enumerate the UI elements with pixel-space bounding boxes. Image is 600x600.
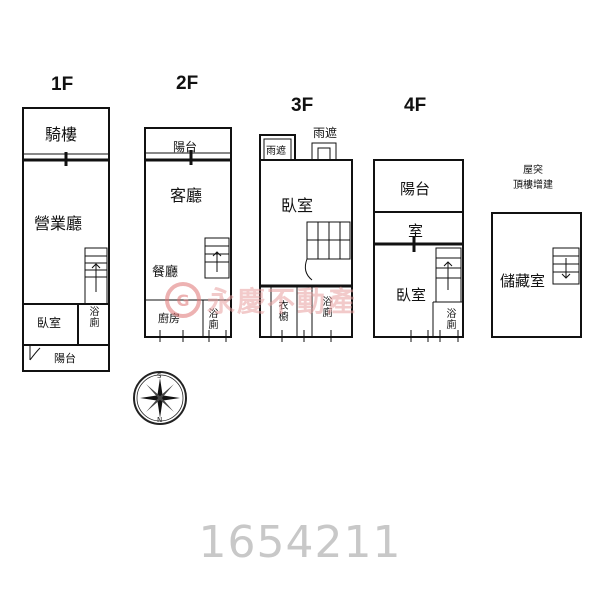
f3-closet-label: 衣櫥 — [276, 300, 287, 322]
f3-canopy-right-label: 雨遮 — [313, 126, 338, 140]
f1-balcony-label: 陽台 — [54, 352, 76, 365]
f1-outline — [22, 107, 110, 372]
f4-balcony-label: 陽台 — [400, 180, 431, 198]
f4-bath-label: 浴廁 — [444, 308, 455, 330]
f4-outline — [373, 159, 464, 338]
floor-label-4f: 4F — [404, 95, 427, 116]
rooftop-caption-line1: 屋突 — [523, 165, 543, 176]
rooftop-outline — [491, 212, 582, 338]
rooftop-storage-label: 儲藏室 — [500, 272, 546, 290]
f2-kitchen-label: 廚房 — [158, 312, 180, 325]
watermark: G 永慶不動產 — [165, 280, 357, 320]
f1-bedroom-label: 臥室 — [37, 316, 62, 330]
f3-bedroom-label: 臥室 — [281, 196, 314, 215]
f3-bath-label: 浴廁 — [320, 296, 331, 318]
watermark-logo-icon: G — [165, 282, 201, 318]
compass-icon: S N — [132, 370, 188, 426]
f4-bedroom-label: 臥室 — [396, 286, 427, 304]
watermark-text: 永慶不動產 — [207, 285, 358, 318]
listing-id: 1654211 — [198, 517, 402, 568]
rooftop-caption-line2: 頂樓增建 — [513, 180, 553, 191]
f2-dining-label: 餐廳 — [152, 265, 179, 280]
floor-label-2f: 2F — [176, 73, 199, 94]
f2-bath-label: 浴廁 — [206, 308, 217, 330]
compass-south-letter: S — [157, 372, 162, 380]
f1-arcade-label: 騎樓 — [45, 125, 78, 144]
compass-north-letter: N — [157, 416, 163, 424]
f2-outline — [144, 127, 232, 338]
floor-label-3f: 3F — [291, 95, 314, 116]
f2-living-label: 客廳 — [170, 186, 203, 205]
f2-balcony-label: 陽台 — [173, 140, 198, 154]
f3-canopy-left-label: 雨遮 — [266, 146, 286, 157]
f3-outline — [259, 159, 353, 338]
f1-shop-hall-label: 營業廳 — [34, 214, 83, 233]
f1-bath-label: 浴廁 — [87, 306, 98, 328]
f4-room-label: 室 — [408, 222, 424, 240]
floor-label-1f: 1F — [51, 74, 74, 95]
